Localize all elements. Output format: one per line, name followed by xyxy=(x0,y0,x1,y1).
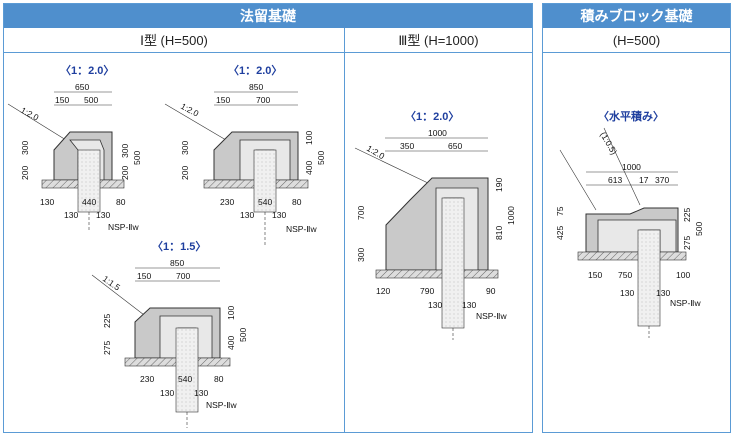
dim-a-p1: 130 xyxy=(64,210,78,220)
dim-a-b2: 440 xyxy=(82,197,96,207)
dim-c-l2: 225 xyxy=(102,314,112,328)
dim-a-t2: 500 xyxy=(84,95,98,105)
dim-d-p1: 130 xyxy=(428,300,442,310)
ratio-b: 〈1：2.0〉 xyxy=(228,64,282,77)
product-label-d: NSP-Ⅱw xyxy=(476,311,507,321)
ratio-e: 〈水平積み〉 xyxy=(598,109,664,123)
dim-e-b3: 100 xyxy=(676,270,690,280)
dim-a-t1: 150 xyxy=(55,95,69,105)
column-divider xyxy=(344,28,345,432)
dim-e-p1: 130 xyxy=(620,288,634,298)
product-label-a: NSP-Ⅱw xyxy=(108,222,139,232)
dim-c-l1: 275 xyxy=(102,341,112,355)
dim-d-t2: 650 xyxy=(448,141,462,151)
slope-d: 1:2.0 xyxy=(365,143,387,161)
dim-e-r3: 500 xyxy=(694,222,704,236)
dim-d-r1: 190 xyxy=(494,178,504,192)
dim-c-b3: 80 xyxy=(214,374,224,384)
slope-e: (1:0.5) xyxy=(598,130,619,156)
drawing-b: 〈1：2.0〉 850 150 700 1:2.0 200 300 100 40… xyxy=(164,64,326,246)
dim-a-r3: 500 xyxy=(132,151,142,165)
dim-b-r2: 400 xyxy=(304,161,314,175)
dim-c-p1: 130 xyxy=(160,388,174,398)
panel-right-title: 積みブロック基礎 xyxy=(543,4,730,28)
dim-d-b1: 120 xyxy=(376,286,390,296)
dim-b-t1: 150 xyxy=(216,95,230,105)
dim-e-l1: 425 xyxy=(555,226,565,240)
dim-d-l2: 300 xyxy=(356,248,366,262)
drawing-e: 〈水平積み〉 (1:0.5) 1000 613 17 370 425 75 27… xyxy=(555,109,704,338)
dim-e-p2: 130 xyxy=(656,288,670,298)
panel-left-title: 法留基礎 xyxy=(4,4,532,28)
dim-b-l2: 300 xyxy=(180,141,190,155)
panel-right-subtitle: (H=500) xyxy=(543,30,730,53)
dim-d-r2: 810 xyxy=(494,226,504,240)
dim-a-r1: 300 xyxy=(120,144,130,158)
dim-d-top: 1000 xyxy=(428,128,447,138)
dim-b-l1: 200 xyxy=(180,166,190,180)
dim-b-b3: 80 xyxy=(292,197,302,207)
column-type3-title: Ⅲ型 (H=1000) xyxy=(345,30,532,53)
dim-a-l1: 200 xyxy=(20,166,30,180)
dim-e-t3: 370 xyxy=(655,175,669,185)
dim-b-t2: 700 xyxy=(256,95,270,105)
dim-c-r3: 500 xyxy=(238,328,248,342)
dim-e-b2: 750 xyxy=(618,270,632,280)
dim-b-r3: 500 xyxy=(316,151,326,165)
dim-c-r2: 400 xyxy=(226,336,236,350)
product-label-b: NSP-Ⅱw xyxy=(286,224,317,234)
dim-d-b3: 90 xyxy=(486,286,496,296)
dim-c-t2: 700 xyxy=(176,271,190,281)
dim-d-t1: 350 xyxy=(400,141,414,151)
dim-e-r2: 225 xyxy=(682,208,692,222)
dim-c-top: 850 xyxy=(170,258,184,268)
dim-a-l2: 300 xyxy=(20,141,30,155)
dim-e-t2: 17 xyxy=(639,175,649,185)
dim-d-b2: 790 xyxy=(420,286,434,296)
product-label-c: NSP-Ⅱw xyxy=(206,400,237,410)
dim-d-l1: 700 xyxy=(356,206,366,220)
dim-e-t1: 613 xyxy=(608,175,622,185)
dim-c-b2: 540 xyxy=(178,374,192,384)
dim-d-r3: 1000 xyxy=(506,206,516,225)
dim-b-r1: 100 xyxy=(304,131,314,145)
drawing-a: 〈1：2.0〉 650 150 500 1:2.0 200 300 300 20… xyxy=(7,64,142,232)
dim-a-b3: 80 xyxy=(116,197,126,207)
dim-c-b1: 230 xyxy=(140,374,154,384)
dim-a-p2: 130 xyxy=(96,210,110,220)
dim-b-top: 850 xyxy=(249,82,263,92)
dim-c-p2: 130 xyxy=(194,388,208,398)
dim-d-p2: 130 xyxy=(462,300,476,310)
column-type1-title: Ⅰ型 (H=500) xyxy=(4,30,344,53)
dim-a-r2: 200 xyxy=(120,166,130,180)
dim-c-r1: 100 xyxy=(226,306,236,320)
dim-a-top: 650 xyxy=(75,82,89,92)
dim-e-r1: 275 xyxy=(682,236,692,250)
ratio-a: 〈1：2.0〉 xyxy=(60,64,114,77)
dim-b-p2: 130 xyxy=(272,210,286,220)
dim-e-top: 1000 xyxy=(622,162,641,172)
dim-b-p1: 130 xyxy=(240,210,254,220)
slope-a: 1:2.0 xyxy=(19,105,41,123)
dim-e-b1: 150 xyxy=(588,270,602,280)
drawing-c: 〈1：1.5〉 850 150 700 1:1.5 275 225 100 40… xyxy=(91,240,248,428)
dim-b-b1: 230 xyxy=(220,197,234,207)
ratio-d: 〈1：2.0〉 xyxy=(405,110,459,123)
dim-c-t1: 150 xyxy=(137,271,151,281)
ratio-c: 〈1：1.5〉 xyxy=(152,240,206,253)
dim-b-b2: 540 xyxy=(258,197,272,207)
drawing-d: 〈1：2.0〉 1000 350 650 1:2.0 700 300 190 8… xyxy=(354,110,516,340)
product-label-e: NSP-Ⅱw xyxy=(670,298,701,308)
slope-b: 1:2.0 xyxy=(179,101,201,119)
dim-e-l2: 75 xyxy=(555,206,565,216)
dim-a-b1: 130 xyxy=(40,197,54,207)
